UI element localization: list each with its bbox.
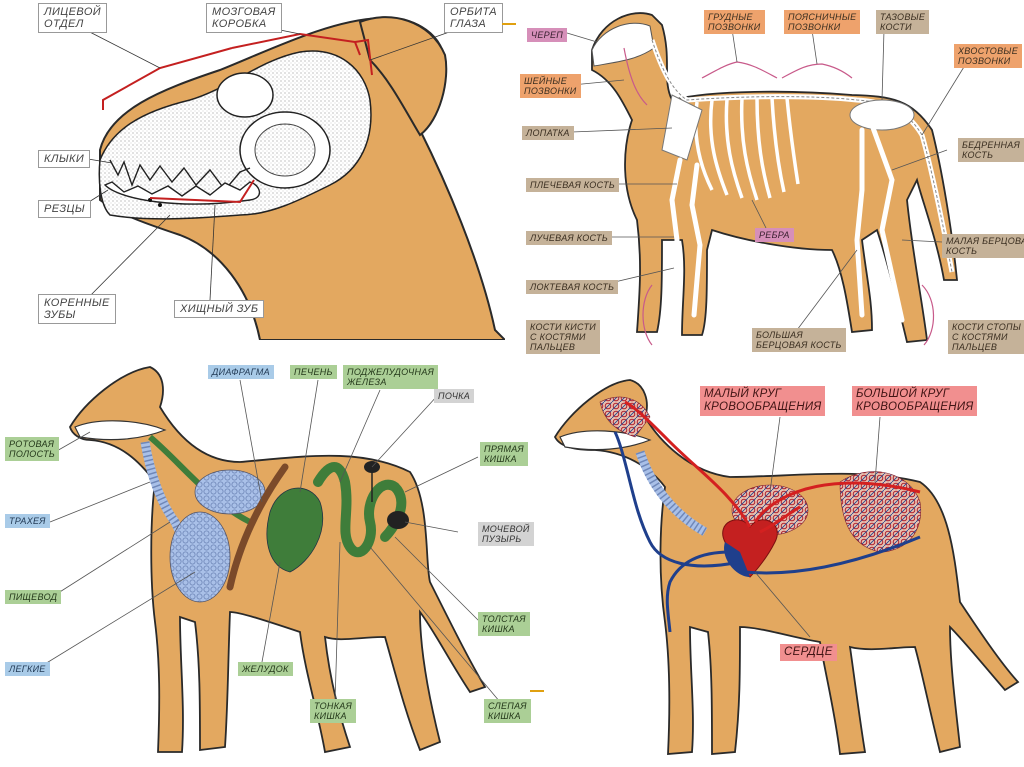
skull-panel: ЛИЦЕВОЙ ОТДЕЛ МОЗГОВАЯ КОРОБКА ОРБИТА ГЛ… bbox=[0, 0, 505, 340]
label-pulmonary-circulation: МАЛЫЙ КРУГ КРОВООБРАЩЕНИЯ bbox=[700, 386, 826, 416]
label-skull: ЧЕРЕП bbox=[527, 28, 568, 42]
label-orbit: ОРБИТА ГЛАЗА bbox=[444, 3, 504, 33]
skull-illustration bbox=[79, 16, 505, 340]
label-molars: КОРЕННЫЕ ЗУБЫ bbox=[38, 294, 116, 324]
circulation-panel: МАЛЫЙ КРУГ КРОВООБРАЩЕНИЯ БОЛЬШОЙ КРУГ К… bbox=[540, 362, 1024, 767]
label-hindpaw-bones: КОСТИ СТОПЫ С КОСТЯМИ ПАЛЬЦЕВ bbox=[948, 320, 1024, 354]
label-trachea: ТРАХЕЯ bbox=[5, 514, 50, 528]
label-incisors: РЕЗЦЫ bbox=[38, 200, 92, 218]
label-scapula: ЛОПАТКА bbox=[522, 126, 574, 140]
label-cecum: СЛЕПАЯ КИШКА bbox=[484, 699, 531, 723]
organs-illustration bbox=[39, 366, 501, 754]
label-tail-vertebrae: ХВОСТОВЫЕ ПОЗВОНКИ bbox=[954, 44, 1022, 68]
label-thoracic-vertebrae: ГРУДНЫЕ ПОЗВОНКИ bbox=[704, 10, 765, 34]
label-cervical-vertebrae: ШЕЙНЫЕ ПОЗВОНКИ bbox=[520, 74, 581, 98]
label-femur: БЕДРЕННАЯ КОСТЬ bbox=[958, 138, 1024, 162]
organs-panel: РОТОВАЯ ПОЛОСТЬ ТРАХЕЯ ПИЩЕВОД ЛЕГКИЕ ДИ… bbox=[0, 362, 535, 767]
label-lungs: ЛЕГКИЕ bbox=[5, 662, 50, 676]
label-heart: СЕРДЦЕ bbox=[780, 644, 837, 661]
skeleton-panel: ЧЕРЕП ШЕЙНЫЕ ПОЗВОНКИ ЛОПАТКА ПЛЕЧЕВАЯ К… bbox=[512, 0, 1024, 360]
label-radius: ЛУЧЕВАЯ КОСТЬ bbox=[526, 231, 612, 245]
label-ulna: ЛОКТЕВАЯ КОСТЬ bbox=[526, 280, 619, 294]
skeleton-illustration bbox=[566, 12, 968, 346]
label-fibula: МАЛАЯ БЕРЦОВАЯ КОСТЬ bbox=[942, 234, 1024, 258]
label-forepaw-bones: КОСТИ КИСТИ С КОСТЯМИ ПАЛЬЦЕВ bbox=[526, 320, 601, 354]
label-lumbar-vertebrae: ПОЯСНИЧНЫЕ ПОЗВОНКИ bbox=[784, 10, 861, 34]
label-stomach: ЖЕЛУДОК bbox=[238, 662, 293, 676]
label-cranium: МОЗГОВАЯ КОРОБКА bbox=[206, 3, 282, 33]
label-tibia: БОЛЬШАЯ БЕРЦОВАЯ КОСТЬ bbox=[752, 328, 846, 352]
label-systemic-circulation: БОЛЬШОЙ КРУГ КРОВООБРАЩЕНИЯ bbox=[852, 386, 978, 416]
label-rectum: ПРЯМАЯ КИШКА bbox=[480, 442, 528, 466]
label-diaphragm: ДИАФРАГМА bbox=[208, 365, 274, 379]
orange-dash-mark bbox=[530, 690, 544, 692]
circulation-illustration bbox=[553, 379, 1020, 755]
label-small-intestine: ТОНКАЯ КИШКА bbox=[310, 699, 357, 723]
label-canines: КЛЫКИ bbox=[38, 150, 91, 168]
label-bladder: МОЧЕВОЙ ПУЗЫРЬ bbox=[478, 522, 534, 546]
label-ribs: РЕБРА bbox=[755, 228, 794, 242]
orange-dash-mark bbox=[502, 23, 516, 25]
label-mouth-cavity: РОТОВАЯ ПОЛОСТЬ bbox=[5, 437, 60, 461]
label-facial-section: ЛИЦЕВОЙ ОТДЕЛ bbox=[38, 3, 108, 33]
label-kidney: ПОЧКА bbox=[434, 389, 475, 403]
label-pelvic-bones: ТАЗОВЫЕ КОСТИ bbox=[876, 10, 930, 34]
label-humerus: ПЛЕЧЕВАЯ КОСТЬ bbox=[526, 178, 620, 192]
label-esophagus: ПИЩЕВОД bbox=[5, 590, 62, 604]
label-liver: ПЕЧЕНЬ bbox=[290, 365, 337, 379]
label-carnassial-tooth: ХИЩНЫЙ ЗУБ bbox=[174, 300, 265, 318]
label-pancreas: ПОДЖЕЛУДОЧНАЯ ЖЕЛЕЗА bbox=[343, 365, 439, 389]
label-large-intestine: ТОЛСТАЯ КИШКА bbox=[478, 612, 530, 636]
